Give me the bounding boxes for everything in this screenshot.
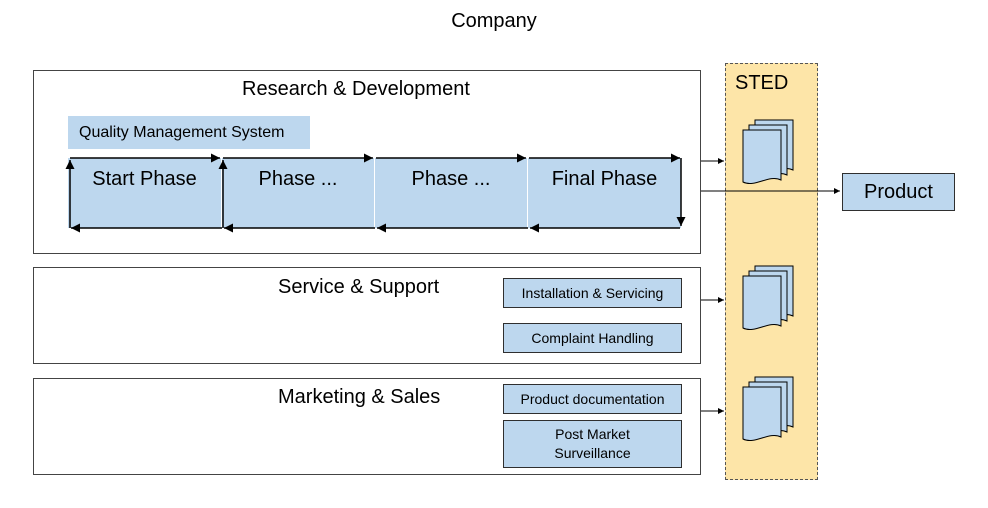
product-documentation-box: Product documentation [503, 384, 682, 414]
phase-3: Phase ... [375, 158, 527, 228]
product-box: Product [842, 173, 955, 211]
phase-2: Phase ... [222, 158, 374, 228]
marketing-document-stack-icon [742, 376, 794, 442]
diagram-title: Company [451, 10, 537, 32]
service-label: Service & Support [278, 276, 440, 298]
start-phase: Start Phase [68, 158, 221, 228]
phase-flow-arrows [65, 153, 686, 233]
service-document-stack-icon [742, 265, 794, 331]
qms-box: Quality Management System [68, 116, 310, 149]
post-market-surveillance-box: Post Market Surveillance [503, 420, 682, 468]
rd-document-stack-icon [742, 119, 794, 185]
sted-label: STED [735, 72, 789, 94]
complaint-handling-box: Complaint Handling [503, 323, 682, 353]
installation-servicing-box: Installation & Servicing [503, 278, 682, 308]
marketing-label: Marketing & Sales [278, 386, 441, 408]
final-phase: Final Phase [528, 158, 681, 228]
rd-label: Research & Development [242, 78, 470, 100]
